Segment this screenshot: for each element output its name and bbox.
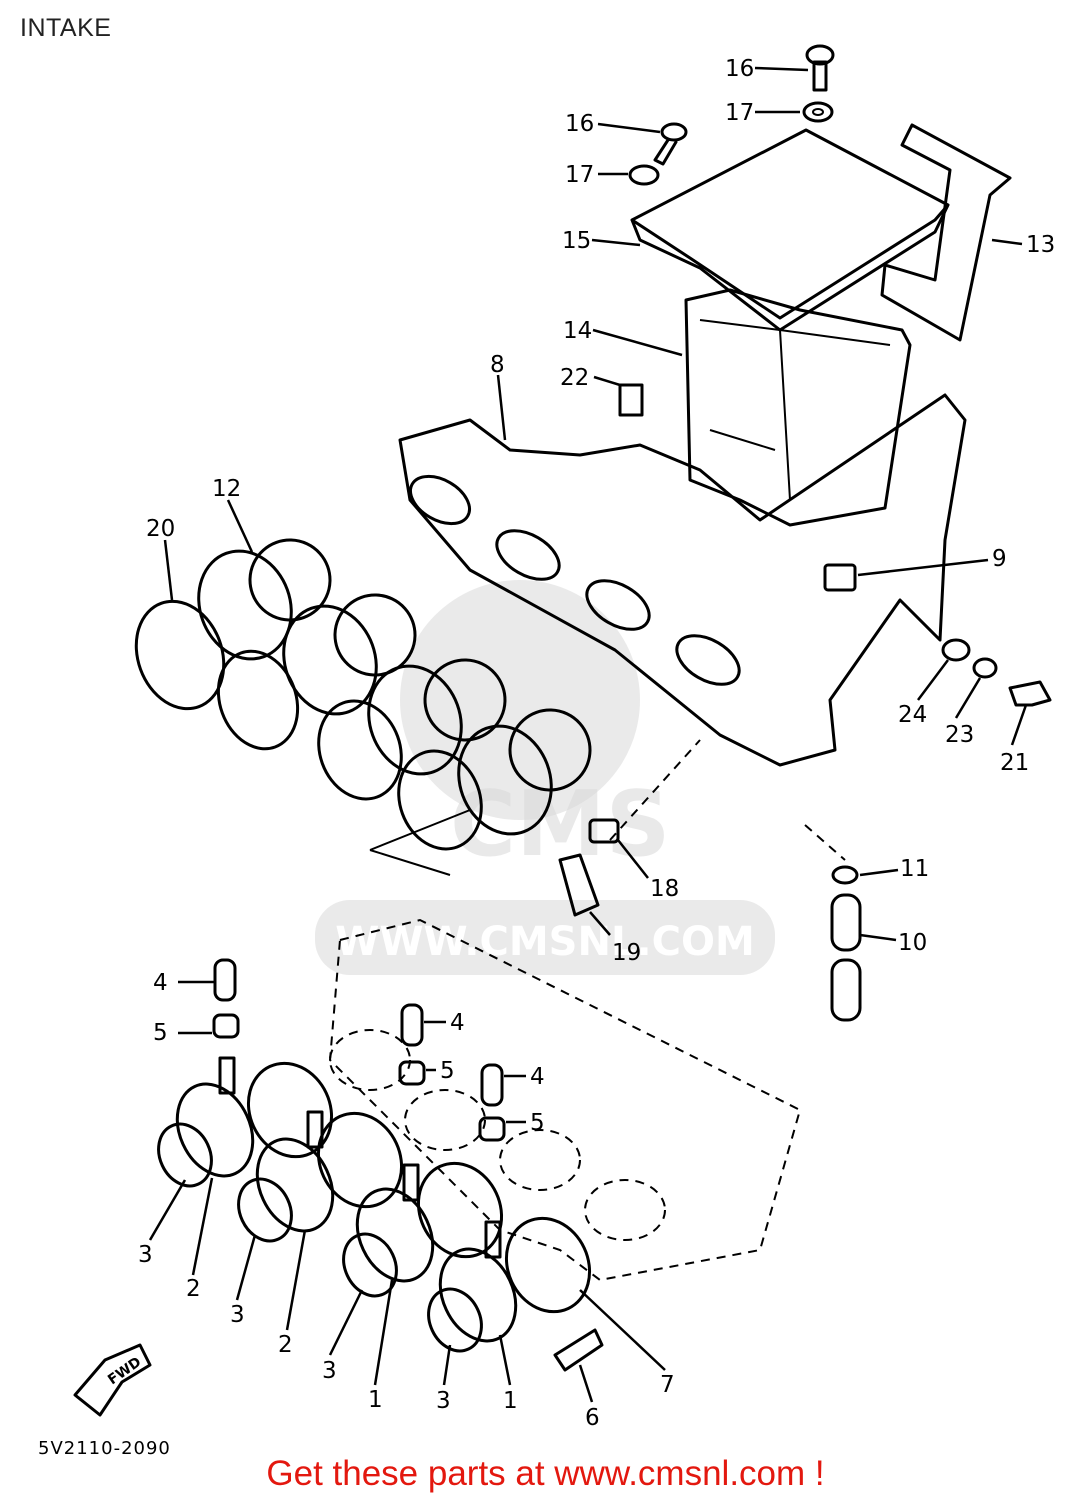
screw-16-top bbox=[805, 44, 835, 92]
fwd-arrow-icon: FWD bbox=[73, 1343, 152, 1417]
callout-17: 17 bbox=[725, 100, 754, 126]
callout-22: 23 bbox=[945, 722, 974, 748]
clip-11 bbox=[831, 865, 859, 885]
clip-18 bbox=[588, 818, 620, 844]
clamp bbox=[397, 749, 483, 851]
manifold-2 bbox=[255, 1137, 335, 1233]
callout-8: 8 bbox=[490, 352, 505, 378]
hose-10-lower bbox=[830, 958, 862, 1022]
joint bbox=[457, 724, 553, 836]
bands-5 bbox=[212, 1013, 506, 1142]
clamp bbox=[317, 699, 403, 801]
joint bbox=[282, 604, 378, 716]
callout-1: 1 bbox=[503, 1388, 518, 1414]
callout-4: 4 bbox=[153, 970, 168, 996]
bolt-21 bbox=[1008, 680, 1052, 707]
nut-22 bbox=[972, 657, 998, 679]
callout-18: 18 bbox=[650, 876, 679, 902]
washer-17-left bbox=[628, 164, 660, 186]
callout-numbers: 16 17 16 17 15 13 14 22 8 9 12 20 24 23 … bbox=[138, 56, 1055, 1431]
callout-16: 16 bbox=[565, 111, 594, 137]
callout-3: 3 bbox=[322, 1358, 337, 1384]
callout-2: 2 bbox=[186, 1276, 201, 1302]
screw-16-left bbox=[653, 122, 688, 166]
carb-joints bbox=[157, 1056, 592, 1353]
callout-7: 7 bbox=[660, 1372, 675, 1398]
callout-14: 14 bbox=[563, 318, 592, 344]
callout-21: 21 bbox=[1000, 750, 1029, 776]
callout-3: 3 bbox=[436, 1388, 451, 1414]
callout-1: 1 bbox=[368, 1387, 383, 1413]
manifold-2 bbox=[175, 1082, 255, 1178]
callout-6: 6 bbox=[585, 1405, 600, 1431]
clamp-20 bbox=[134, 599, 226, 711]
callout-16: 16 bbox=[725, 56, 754, 82]
callout-10: 10 bbox=[898, 930, 927, 956]
hose-10 bbox=[830, 893, 862, 952]
callout-2: 2 bbox=[278, 1332, 293, 1358]
air-box-ports bbox=[409, 474, 741, 686]
insulator-3 bbox=[237, 1177, 293, 1243]
callout-17: 17 bbox=[565, 162, 594, 188]
intake-ports bbox=[329, 1029, 666, 1241]
callout-3: 3 bbox=[230, 1302, 245, 1328]
joint bbox=[367, 664, 463, 776]
intake-duct-13 bbox=[880, 123, 1012, 342]
callout-9: 9 bbox=[992, 546, 1007, 572]
callout-23: 22 bbox=[560, 365, 589, 391]
screw-6 bbox=[553, 1328, 604, 1372]
washer-17-top bbox=[802, 101, 834, 123]
insulator-3 bbox=[342, 1232, 398, 1298]
diagram-code: 5V2110-2090 bbox=[38, 1438, 171, 1459]
watermark-band bbox=[315, 900, 775, 975]
footer-link[interactable]: Get these parts at www.cmsnl.com ! bbox=[266, 1454, 825, 1493]
insulator-3 bbox=[427, 1287, 483, 1353]
insulator-3 bbox=[157, 1122, 213, 1188]
callout-12: 12 bbox=[212, 476, 241, 502]
fwd-label: FWD bbox=[105, 1354, 144, 1388]
callout-24: 24 bbox=[898, 702, 927, 728]
callout-5: 5 bbox=[530, 1110, 545, 1136]
watermark-text: WWW.CMSNL.COM bbox=[335, 919, 755, 965]
callout-20: 20 bbox=[146, 516, 175, 542]
watermark: CMS WWW.CMSNL.COM bbox=[315, 580, 775, 975]
air-filter-element-14 bbox=[684, 288, 912, 527]
callout-15: 15 bbox=[562, 228, 591, 254]
callout-5: 5 bbox=[440, 1058, 455, 1084]
callout-4: 4 bbox=[450, 1010, 465, 1036]
grommet-9 bbox=[823, 563, 857, 592]
air-box-8 bbox=[398, 393, 967, 767]
callout-13: 13 bbox=[1026, 232, 1055, 258]
engine-head-outline bbox=[328, 918, 802, 1282]
hose-joint-19 bbox=[558, 853, 600, 917]
fitting-23 bbox=[618, 383, 644, 417]
clamps-and-joints bbox=[134, 538, 592, 851]
callout-5: 5 bbox=[153, 1020, 168, 1046]
callout-11: 11 bbox=[900, 856, 929, 882]
manifold-1 bbox=[355, 1187, 435, 1283]
callout-19: 19 bbox=[612, 940, 641, 966]
washer-24 bbox=[941, 638, 971, 662]
air-box-cover-15 bbox=[630, 128, 950, 332]
caps-4 bbox=[213, 958, 504, 1107]
callout-4: 4 bbox=[530, 1064, 545, 1090]
joint-12 bbox=[197, 549, 293, 661]
leader-lines bbox=[148, 66, 1028, 1403]
callout-3: 3 bbox=[138, 1242, 153, 1268]
page-title: INTAKE bbox=[20, 14, 112, 42]
